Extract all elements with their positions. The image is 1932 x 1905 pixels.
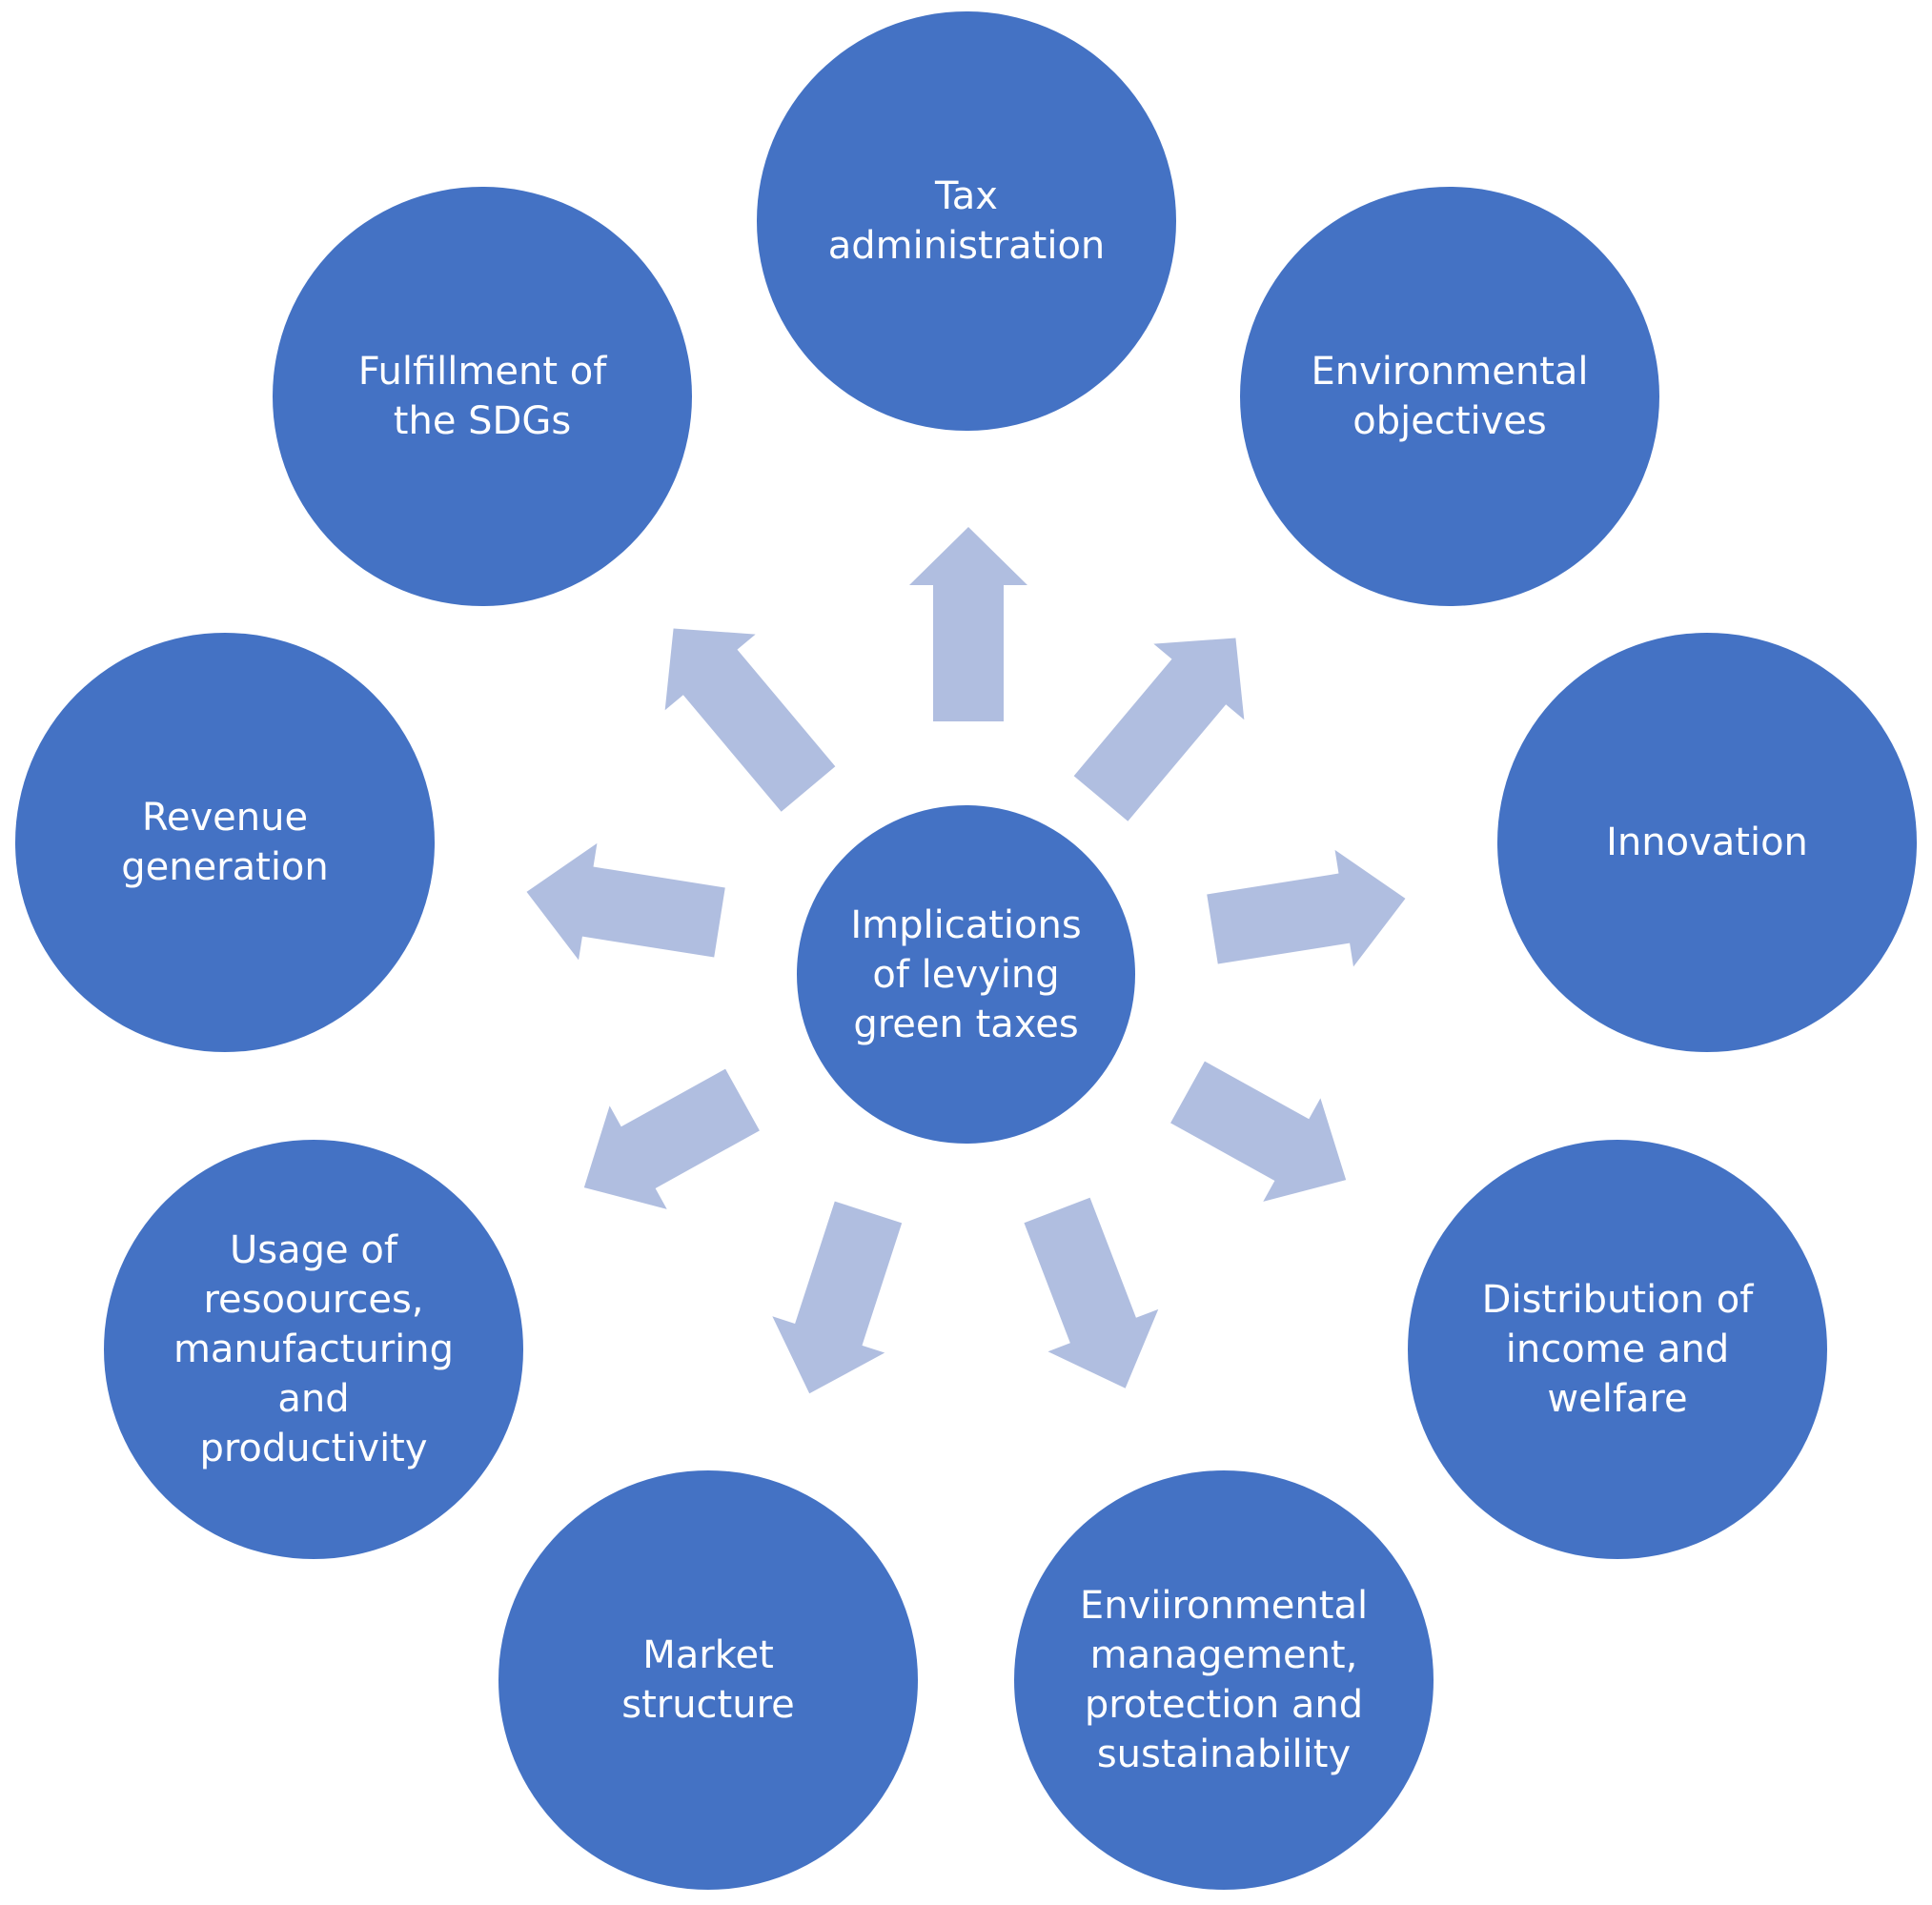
node-innovation: Innovation <box>1497 633 1917 1052</box>
node-label: Innovation <box>1606 821 1808 864</box>
arrow-to-environmental-management <box>1024 1197 1159 1388</box>
arrow-to-market-structure <box>772 1201 903 1394</box>
node-environmental-objectives: Environmental objectives <box>1240 187 1659 606</box>
node-label: Enviironmental management, protection an… <box>1079 1584 1369 1776</box>
node-revenue-generation: Revenue generation <box>15 633 435 1052</box>
node-fulfillment-sdgs: Fulfillment of the SDGs <box>273 187 692 606</box>
arrow-to-innovation <box>1207 849 1406 967</box>
node-distribution-of-income: Distribution of income and welfare <box>1408 1140 1827 1559</box>
node-environmental-management: Enviironmental management, protection an… <box>1014 1470 1434 1890</box>
node-tax-administration: Tax administration <box>757 11 1176 431</box>
arrow-to-distribution-of-income <box>1170 1061 1347 1202</box>
node-label: Market structure <box>621 1633 795 1727</box>
arrow-to-revenue-generation <box>526 842 725 961</box>
arrow-to-fulfillment-sdgs <box>664 628 836 812</box>
node-usage-of-resources: Usage of resoources, manufacturing and p… <box>104 1140 523 1559</box>
center-label: Implications of levying green taxes <box>850 902 1082 1046</box>
node-label: Revenue generation <box>121 796 329 889</box>
arrow-to-environmental-objectives <box>1073 638 1245 821</box>
node-label: Fulfillment of the SDGs <box>357 350 607 443</box>
arrow-to-tax-administration <box>909 527 1027 721</box>
node-market-structure: Market structure <box>498 1470 918 1890</box>
node-label: Usage of resoources, manufacturing and p… <box>173 1228 455 1470</box>
node-label: Tax administration <box>827 174 1106 268</box>
center-node: Implications of levying green taxes <box>797 805 1135 1144</box>
arrow-to-usage-of-resources <box>583 1068 760 1209</box>
node-label: Environmental objectives <box>1311 350 1589 443</box>
node-label: Distribution of income and welfare <box>1481 1278 1754 1421</box>
